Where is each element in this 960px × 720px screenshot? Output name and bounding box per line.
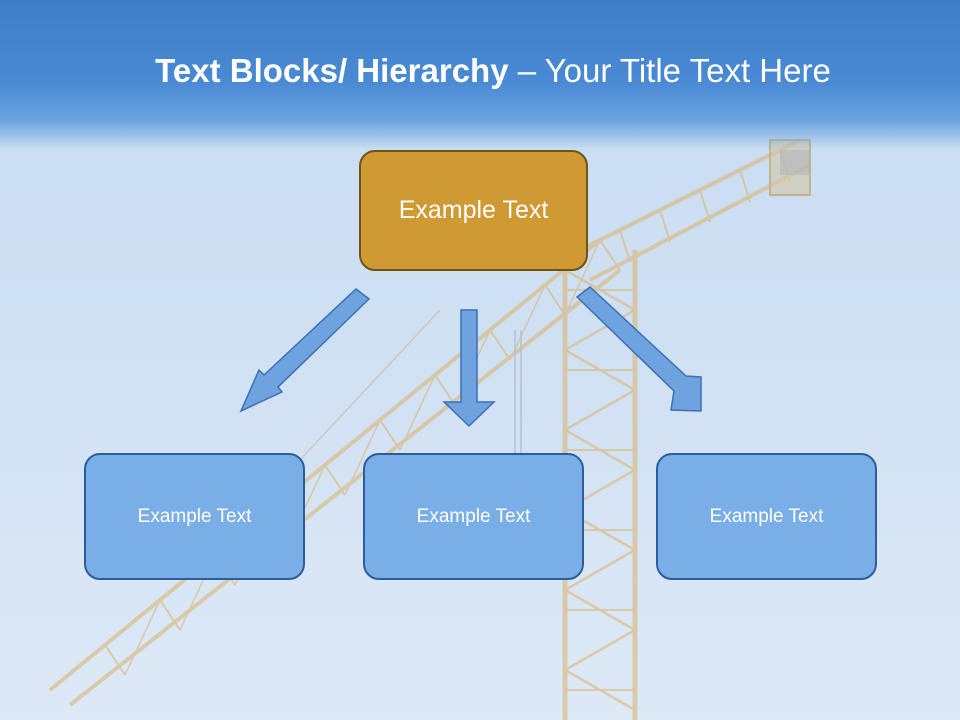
child-node-label: Example Text: [416, 505, 531, 527]
child-node-right: Example Text: [656, 453, 877, 580]
arrow-center: [442, 309, 496, 428]
title-bold-part: Text Blocks/ Hierarchy: [155, 52, 509, 89]
child-node-label: Example Text: [709, 505, 824, 527]
child-node-center: Example Text: [363, 453, 584, 580]
child-node-label: Example Text: [137, 505, 252, 527]
title-regular-part: – Your Title Text Here: [508, 52, 831, 89]
root-node: Example Text: [359, 150, 588, 271]
title-bar: [0, 0, 960, 150]
arrow-right: [575, 286, 702, 412]
slide-title: Text Blocks/ Hierarchy – Your Title Text…: [0, 52, 960, 90]
arrow-left: [239, 288, 371, 413]
child-node-left: Example Text: [84, 453, 305, 580]
root-node-label: Example Text: [398, 196, 549, 224]
